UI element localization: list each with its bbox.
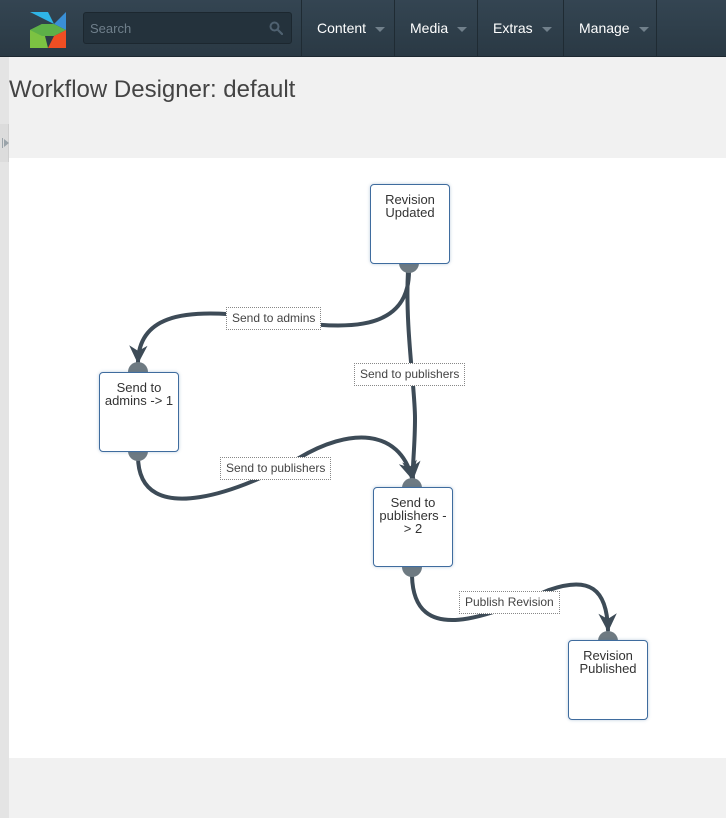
search-input[interactable]: [84, 13, 260, 43]
connector-published-in[interactable]: [598, 631, 618, 641]
menu-extras-label: Extras: [493, 20, 533, 36]
node-label: Revision Updated: [385, 192, 435, 220]
node-revision-published[interactable]: Revision Published: [568, 640, 648, 720]
top-navigation-bar: Content Media Extras Manage: [0, 0, 726, 57]
grip-icon: [2, 138, 3, 148]
node-label: Send to admins -> 1: [104, 380, 174, 408]
chevron-down-icon: [638, 26, 649, 32]
modx-logo-icon[interactable]: [28, 10, 68, 50]
transition-label[interactable]: Send to publishers: [220, 457, 332, 480]
menu-media-label: Media: [410, 20, 449, 36]
connector-admins-in[interactable]: [128, 362, 148, 372]
expand-tree-button[interactable]: [0, 124, 9, 162]
menu-manage[interactable]: Manage: [563, 0, 657, 56]
node-label: Revision Published: [579, 648, 637, 676]
chevron-right-icon: [4, 139, 9, 147]
main-menu: Content Media Extras Manage: [301, 0, 657, 56]
node-revision-updated[interactable]: Revision Updated: [370, 184, 450, 264]
menu-media[interactable]: Media: [394, 0, 477, 56]
search-box: [83, 12, 292, 44]
connector-publishers-in[interactable]: [402, 478, 422, 488]
search-icon[interactable]: [269, 21, 283, 35]
left-panel-strip: [0, 57, 9, 818]
menu-content[interactable]: Content: [301, 0, 394, 56]
page-title: Workflow Designer: default: [9, 76, 296, 103]
menu-extras[interactable]: Extras: [477, 0, 563, 56]
workflow-canvas[interactable]: Revision Updated Send to admins -> 1 Sen…: [9, 158, 726, 758]
transition-label[interactable]: Send to publishers: [354, 363, 466, 386]
connector-updated-out[interactable]: [399, 263, 419, 273]
connector-admins-out[interactable]: [128, 451, 148, 461]
chevron-down-icon: [375, 26, 386, 32]
chevron-down-icon: [541, 26, 552, 32]
chevron-down-icon: [457, 26, 468, 32]
transition-label[interactable]: Publish Revision: [459, 591, 560, 614]
node-send-to-admins[interactable]: Send to admins -> 1: [99, 372, 179, 452]
menu-manage-label: Manage: [579, 20, 630, 36]
node-send-to-publishers[interactable]: Send to publishers -> 2: [373, 487, 453, 567]
node-label: Send to publishers -> 2: [379, 495, 447, 536]
connector-publishers-out[interactable]: [402, 567, 422, 577]
transition-label[interactable]: Send to admins: [226, 307, 322, 330]
menu-content-label: Content: [317, 20, 367, 36]
